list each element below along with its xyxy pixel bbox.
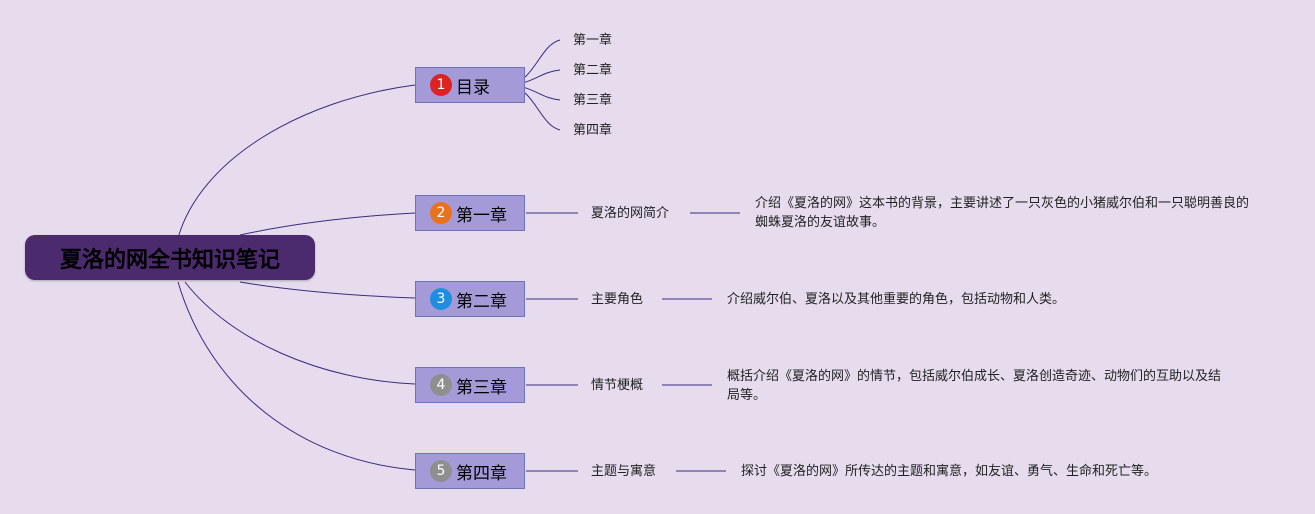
mulu-item-2[interactable]: 第二章: [573, 63, 613, 78]
number-badge-2: 2: [430, 202, 452, 224]
topic-chapter-2[interactable]: 3 第二章: [415, 281, 525, 317]
chapter-1-subtopic[interactable]: 夏洛的网简介: [591, 206, 670, 221]
link-root-ch3: [184, 281, 416, 385]
topic-mulu[interactable]: 1 目录: [415, 67, 525, 103]
topic-label: 第四章: [456, 463, 507, 484]
topic-label: 第二章: [456, 291, 507, 312]
chapter-3-subtopic[interactable]: 情节梗概: [591, 378, 644, 393]
link-root-mulu: [177, 84, 416, 239]
mulu-item-3[interactable]: 第三章: [573, 93, 613, 108]
root-title: 夏洛的网全书知识笔记: [59, 247, 280, 273]
number-badge-3: 3: [430, 288, 452, 310]
number-badge-1: 1: [430, 74, 452, 96]
chapter-2-description[interactable]: 介绍威尔伯、夏洛以及其他重要的角色，包括动物和人类。: [727, 292, 1066, 307]
chapter-3-description[interactable]: 概括介绍《夏洛的网》的情节，包括威尔伯成长、夏洛创造奇迹、动物们的互助以及结局等…: [727, 369, 1222, 403]
root-topic[interactable]: 夏洛的网全书知识笔记: [25, 235, 315, 280]
number-badge-4: 4: [430, 374, 452, 396]
topic-chapter-4[interactable]: 5 第四章: [415, 453, 525, 489]
chapter-4-subtopic[interactable]: 主题与寓意: [591, 464, 657, 479]
link-root-ch4: [177, 281, 416, 471]
topic-label: 第三章: [456, 377, 507, 398]
chapter-4-description[interactable]: 探讨《夏洛的网》所传达的主题和寓意，如友谊、勇气、生命和死亡等。: [741, 464, 1158, 479]
chapter-2-subtopic[interactable]: 主要角色: [591, 292, 644, 307]
topic-label: 目录: [456, 77, 490, 98]
topic-chapter-1[interactable]: 2 第一章: [415, 195, 525, 231]
mulu-item-4[interactable]: 第四章: [573, 123, 613, 138]
mulu-item-1[interactable]: 第一章: [573, 33, 613, 48]
topic-label: 第一章: [456, 205, 507, 226]
link-root-ch2: [239, 281, 416, 299]
chapter-1-description[interactable]: 介绍《夏洛的网》这本书的背景，主要讲述了一只灰色的小猪威尔伯和一只聪明善良的蜘蛛…: [755, 196, 1250, 230]
link-root-ch1: [239, 212, 416, 236]
topic-chapter-3[interactable]: 4 第三章: [415, 367, 525, 403]
number-badge-5: 5: [430, 460, 452, 482]
